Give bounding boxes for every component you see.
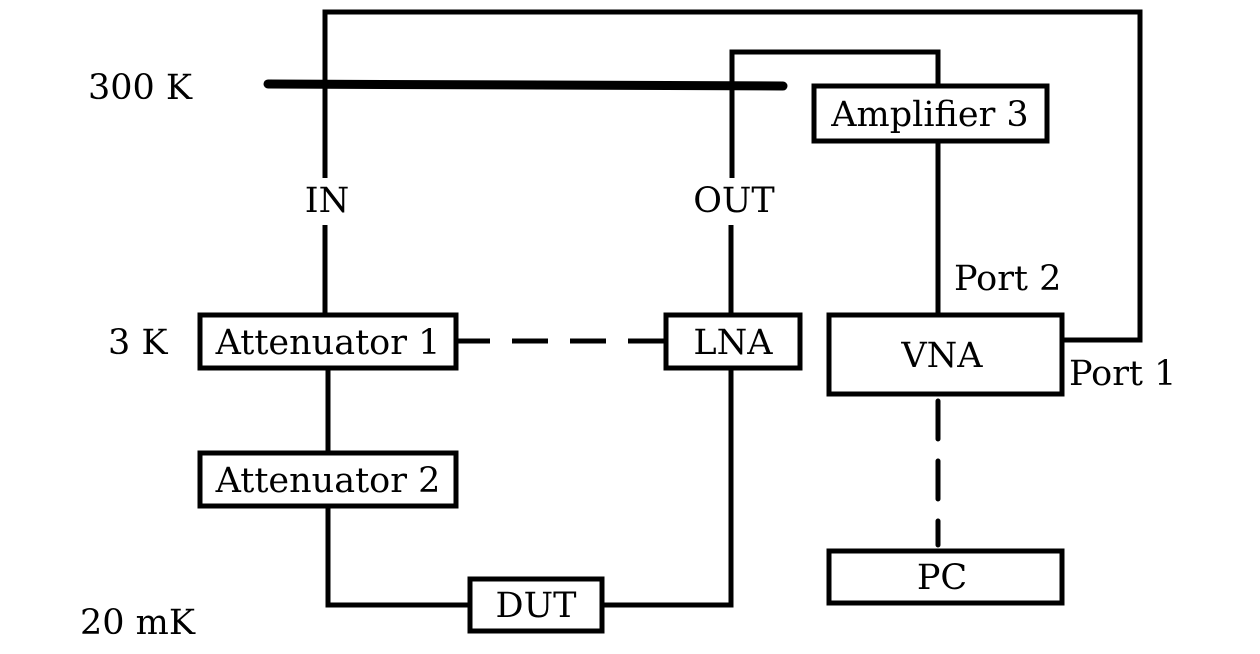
stage-label-3k: 3 K xyxy=(108,323,168,363)
attenuator1-label: Attenuator 1 xyxy=(215,323,441,363)
wire-out-to-amplifier3 xyxy=(729,49,941,178)
pc-box[interactable]: PC xyxy=(826,548,1065,606)
stage-label-20mk: 20 mK xyxy=(80,603,196,643)
stage-label-300k: 300 K xyxy=(88,68,193,108)
lna-box[interactable]: LNA xyxy=(663,312,803,371)
vna-label: VNA xyxy=(900,336,983,376)
attenuator1-box[interactable]: Attenuator 1 xyxy=(197,312,459,371)
amplifier3-box[interactable]: Amplifier 3 xyxy=(811,83,1050,144)
wire-dut-to-lna xyxy=(602,368,734,608)
pc-label: PC xyxy=(917,558,967,598)
attenuator2-label: Attenuator 2 xyxy=(215,461,441,501)
stage-bar-300k xyxy=(263,79,788,91)
out-label: OUT xyxy=(693,181,775,221)
amplifier3-label: Amplifier 3 xyxy=(830,95,1028,135)
vna-box[interactable]: VNA xyxy=(826,312,1065,397)
port2-label: Port 2 xyxy=(954,259,1061,299)
in-label: IN xyxy=(305,181,349,221)
attenuator2-box[interactable]: Attenuator 2 xyxy=(197,450,459,509)
port1-label: Port 1 xyxy=(1069,354,1176,394)
dut-box[interactable]: DUT xyxy=(467,576,605,634)
lna-label: LNA xyxy=(693,323,773,363)
wire-att2-to-dut xyxy=(325,506,470,608)
dut-label: DUT xyxy=(496,586,577,626)
wire-port1-to-in xyxy=(322,9,1143,343)
